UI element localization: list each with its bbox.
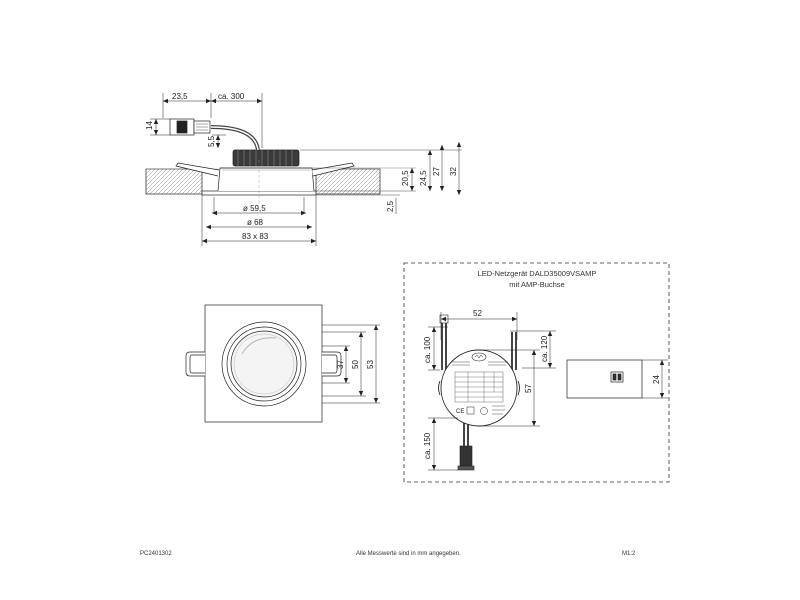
side-view — [145, 118, 381, 206]
ceiling-right — [315, 168, 381, 195]
dim-height-24-5: 24,5 — [419, 170, 428, 186]
driver-subtitle: mit AMP-Buchse — [509, 280, 564, 289]
driver-dashed-frame — [403, 262, 670, 483]
front-view-dimensions — [322, 324, 380, 404]
dim-connector-height: 14 — [145, 121, 154, 130]
dim-diameter-68: ø 68 — [247, 218, 264, 227]
drawing-number: PC2401302 — [140, 551, 172, 557]
dim-driver-width: 52 — [473, 309, 482, 318]
dim-front-53: 53 — [366, 360, 375, 369]
driver-side-socket — [610, 371, 624, 383]
dim-front-50: 50 — [351, 360, 360, 369]
dim-flange-thickness: 2,5 — [386, 200, 395, 212]
dim-front-37: 37 — [336, 360, 345, 369]
front-view — [185, 304, 342, 423]
lens — [230, 330, 298, 398]
dim-outer-83x83: 83 x 83 — [242, 232, 269, 241]
driver-dimensions — [428, 312, 556, 471]
dim-cable-offset: 5,5 — [207, 135, 216, 147]
amp-connector — [459, 445, 473, 467]
driver-top-view: CE — [438, 314, 520, 471]
dim-driver-height: 57 — [524, 384, 533, 393]
spring-right — [311, 162, 355, 177]
dim-cable-length: ca. 300 — [218, 92, 245, 101]
dim-driver-cable-in: ca. 100 — [423, 336, 432, 363]
dim-height-20-5: 20,5 — [401, 170, 410, 186]
heat-sink — [232, 149, 300, 167]
dim-diameter-59-5: ø 59,5 — [243, 204, 266, 213]
housing — [217, 167, 315, 192]
dim-height-27: 27 — [432, 167, 441, 176]
lens-reflection — [241, 337, 277, 355]
side-view-dimensions — [150, 93, 462, 246]
driver-side-view — [566, 359, 668, 399]
driver-title: LED-Netzgerät DALD35009VSAMP — [478, 269, 597, 278]
dim-driver-depth: 24 — [652, 375, 661, 384]
dim-height-32: 32 — [449, 167, 458, 176]
measurement-note: Alle Messwerte sind in mm angegeben. — [356, 551, 461, 557]
svg-text:CE: CE — [456, 409, 464, 415]
spring-clip-left — [185, 351, 205, 377]
spring-left — [175, 162, 220, 177]
dim-driver-cable-out: ca. 120 — [540, 335, 549, 362]
dim-driver-cable-bottom: ca. 150 — [423, 432, 432, 459]
dim-connector-length: 23,5 — [172, 92, 188, 101]
spring-clip-right — [322, 351, 342, 377]
drawing-scale: M1:2 — [622, 551, 636, 557]
ceiling-left — [145, 168, 203, 195]
